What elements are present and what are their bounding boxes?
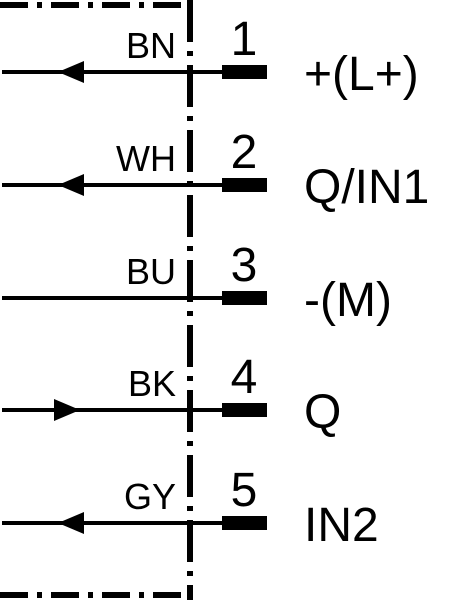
terminal-pad — [222, 403, 267, 417]
terminal-pad — [222, 178, 267, 192]
signal-label: +(L+) — [304, 48, 419, 101]
pin-row-4: BK 4Q — [2, 351, 341, 439]
arrow-right-icon — [54, 399, 80, 421]
wire-color-label: GY — [124, 476, 176, 517]
pin-number-label: 4 — [231, 351, 258, 404]
wire-color-label: BK — [128, 363, 176, 404]
signal-label: IN2 — [304, 499, 379, 552]
arrow-left-icon — [58, 61, 84, 83]
wire-color-label: BU — [126, 251, 176, 292]
pin-row-3: BU 3 -(M) — [2, 239, 392, 327]
arrow-left-icon — [58, 174, 84, 196]
signal-label: -(M) — [304, 274, 392, 327]
arrow-left-icon — [58, 512, 84, 534]
terminal-pad — [222, 291, 267, 305]
pin-number-label: 3 — [231, 239, 258, 292]
pin-row-1: BN 1 +(L+) — [2, 13, 419, 101]
terminal-pad — [222, 65, 267, 79]
signal-label: Q — [304, 386, 341, 439]
pin-number-label: 2 — [231, 126, 258, 179]
terminal-pad — [222, 516, 267, 530]
signal-label: Q/IN1 — [304, 161, 429, 214]
pin-number-label: 1 — [231, 13, 258, 66]
wire-color-label: BN — [126, 25, 176, 66]
wire-color-label: WH — [116, 138, 176, 179]
pin-number-label: 5 — [231, 464, 258, 517]
pin-row-2: WH 2Q/IN1 — [2, 126, 429, 214]
